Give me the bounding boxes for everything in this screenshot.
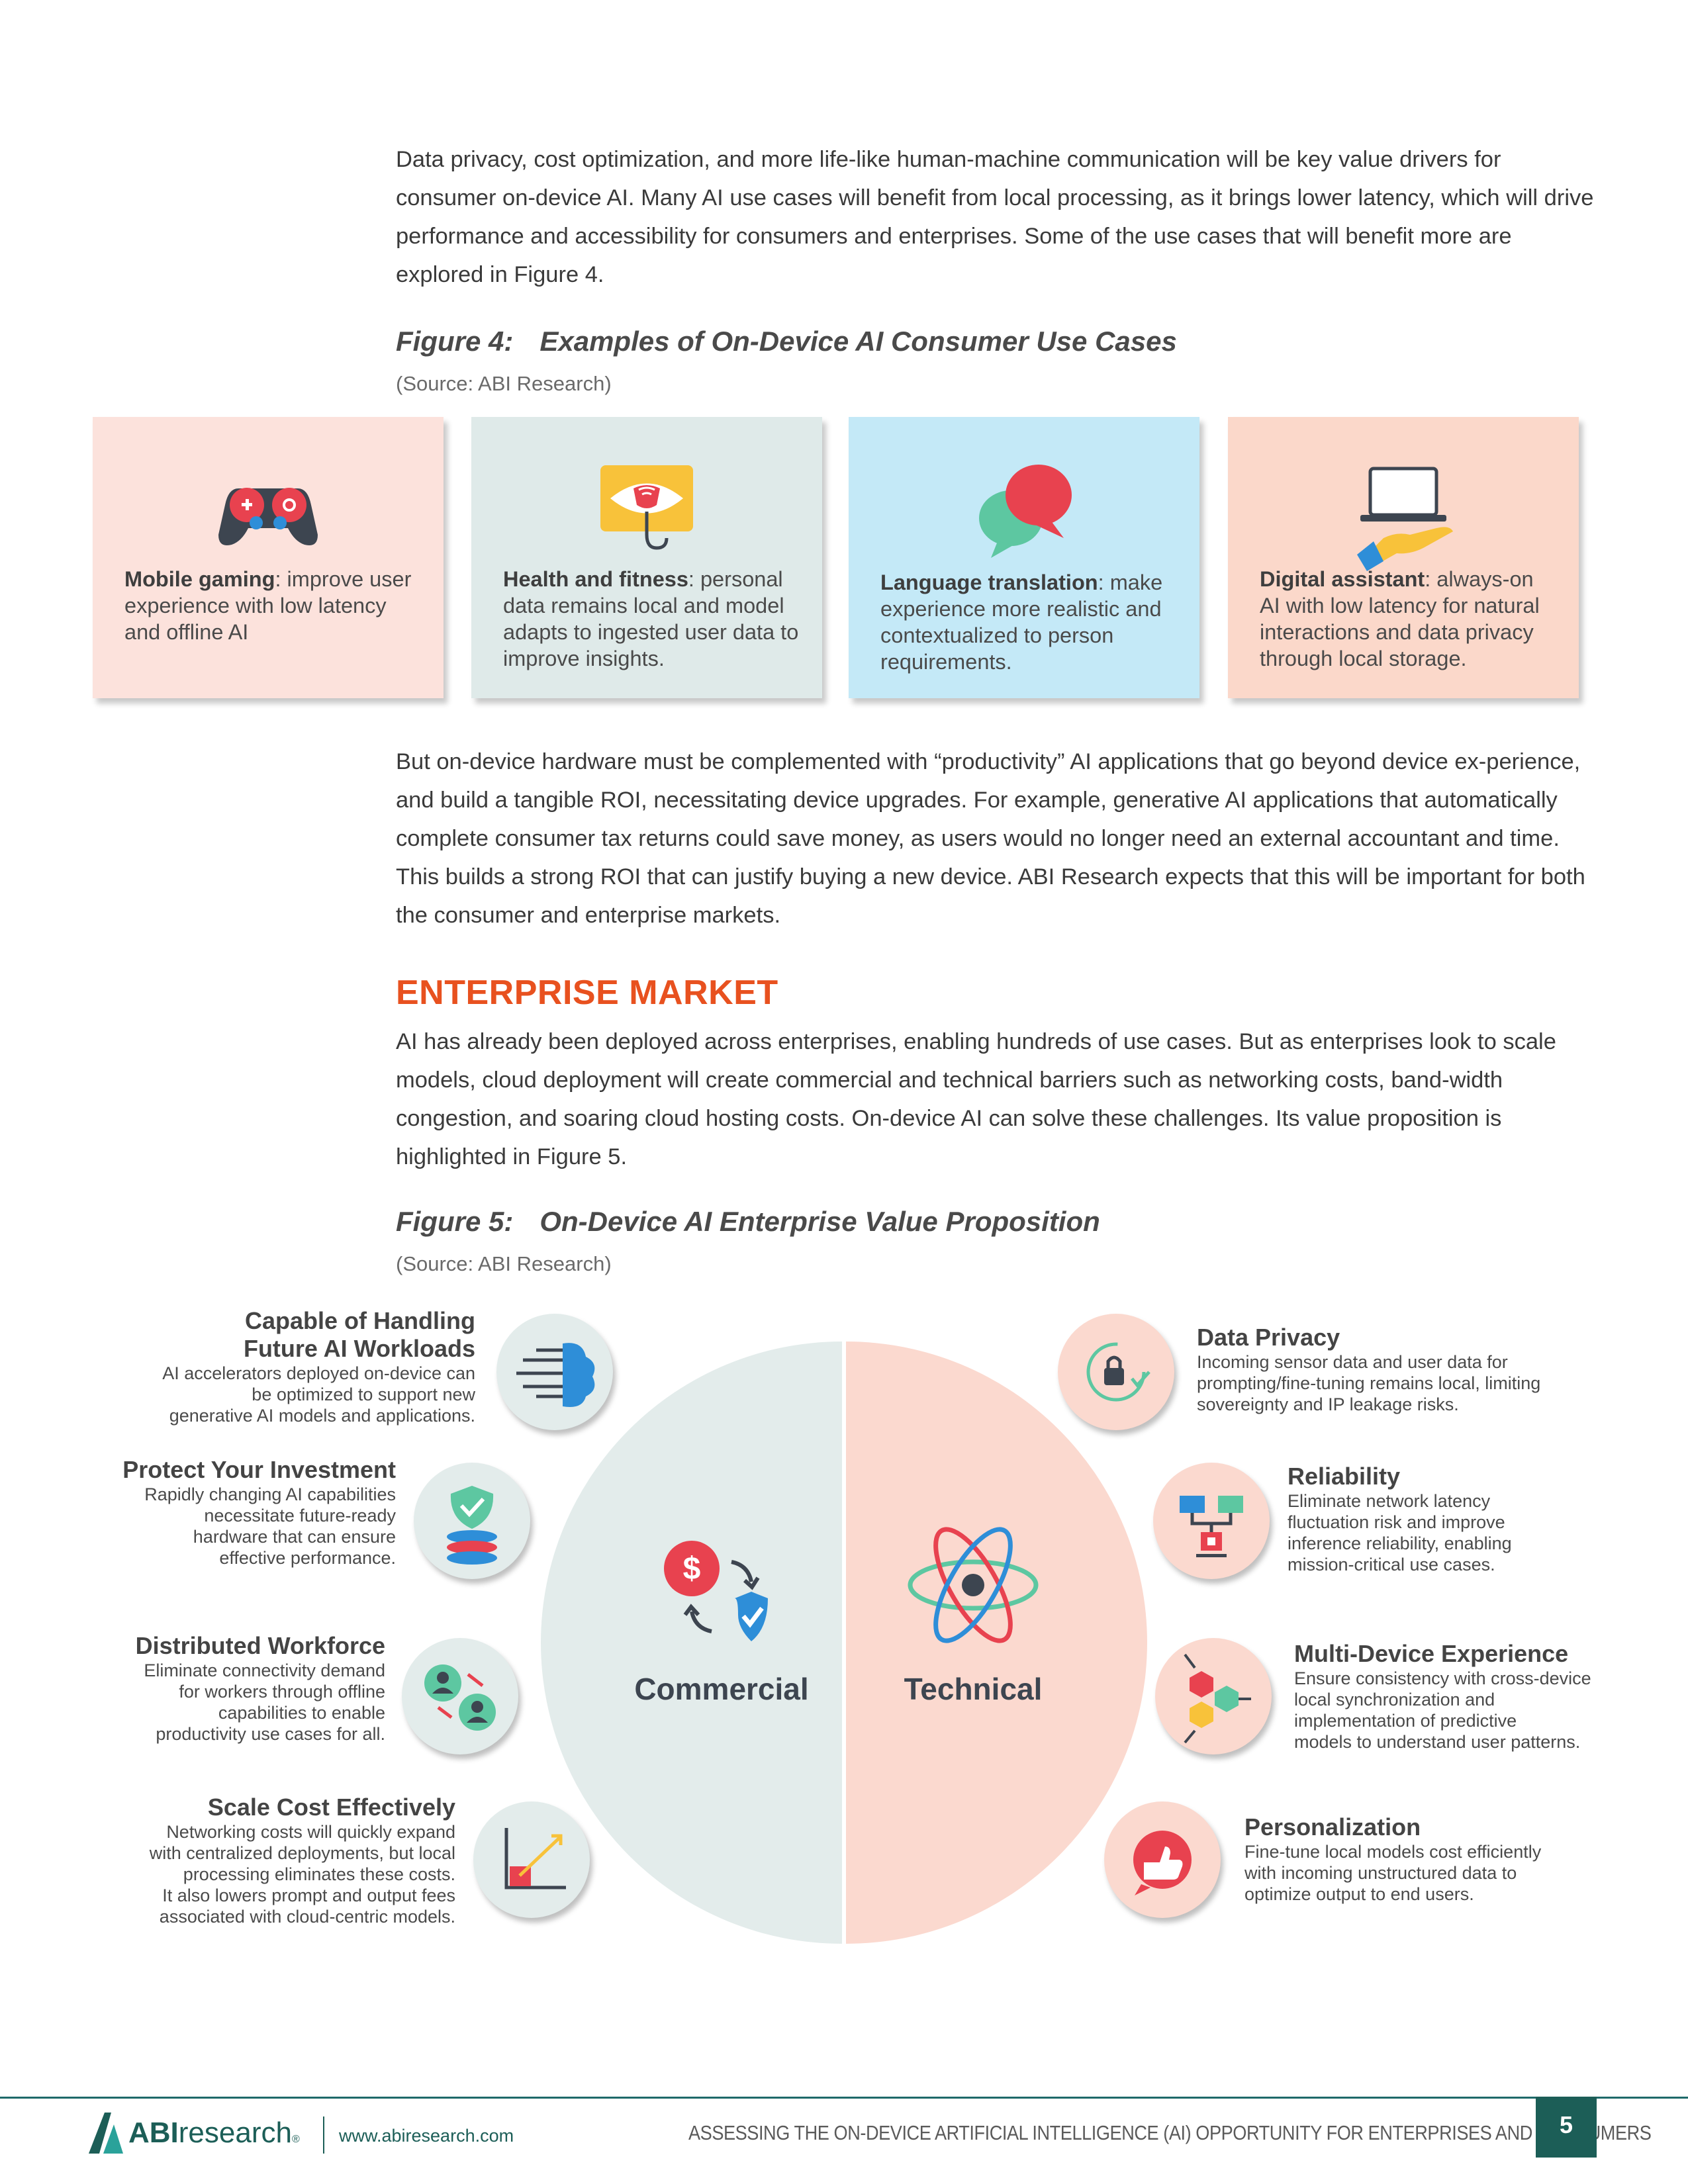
value-item-personalization: Personalization Fine-tune local models c… (1244, 1813, 1575, 1905)
abi-logo-mark-icon (89, 2113, 123, 2154)
health-monitor-icon (581, 442, 713, 574)
value-item-title: Scale Cost Effectively (207, 1794, 455, 1821)
footer-logo: ABIresearch® (86, 2110, 318, 2156)
value-item-title: Data Privacy (1197, 1324, 1340, 1351)
value-item-multi-device: Multi-Device Experience Ensure consisten… (1294, 1640, 1625, 1752)
middle-paragraph: But on-device hardware must be complemen… (396, 749, 1585, 928)
dollar-shield-cycle-icon: $ (664, 1541, 768, 1641)
card-text: Health and fitness: personal data remain… (503, 567, 799, 670)
commercial-label: Commercial (634, 1672, 809, 1706)
atom-icon (908, 1527, 1039, 1643)
chat-bubbles-icon (958, 442, 1090, 574)
value-item-title: Protect Your Investment (122, 1456, 396, 1483)
value-item-distributed-workforce: Distributed Workforce Eliminate connecti… (66, 1632, 385, 1745)
value-item-title: Personalization (1244, 1813, 1421, 1841)
use-case-card-language-translation: Language translation: make experience mo… (849, 417, 1199, 698)
thumbs-up-icon (1104, 1801, 1221, 1918)
value-item-data-privacy: Data Privacy Incoming sensor data and us… (1197, 1324, 1620, 1415)
users-exchange-icon (402, 1638, 518, 1754)
lock-check-icon (1058, 1314, 1174, 1430)
footer-divider (0, 2097, 1688, 2099)
technical-label: Technical (904, 1672, 1043, 1706)
footer-separator (323, 2116, 324, 2154)
figure-4-title-text: Examples of On-Device AI Consumer Use Ca… (539, 326, 1177, 357)
figure-5-title-text: On-Device AI Enterprise Value Propositio… (539, 1206, 1100, 1237)
intro-paragraph: Data privacy, cost optimization, and mor… (396, 147, 1594, 287)
section-heading: ENTERPRISE MARKET (396, 974, 778, 1012)
footer-website-link[interactable]: www.abiresearch.com (339, 2126, 514, 2146)
figure-5-number: Figure 5: (396, 1206, 514, 1237)
figure-5-source: (Source: ABI Research) (396, 1252, 612, 1275)
value-item-title: Multi-Device Experience (1294, 1640, 1569, 1667)
card-text: Digital assistant: always-on AI with low… (1260, 567, 1540, 670)
card-text: Language translation: make experience mo… (880, 570, 1163, 674)
value-item-protect-investment: Protect Your Investment Rapidly changing… (66, 1456, 396, 1569)
enterprise-paragraph: AI has already been deployed across ente… (396, 1029, 1556, 1169)
footer-document-title: ASSESSING THE ON-DEVICE ARTIFICIAL INTEL… (688, 2122, 1652, 2144)
card-text: Mobile gaming: improve user experience w… (124, 567, 412, 644)
network-lock-icon (1153, 1463, 1270, 1579)
hexagon-nodes-icon (1155, 1638, 1272, 1754)
value-item-scale-cost: Scale Cost Effectively Networking costs … (106, 1794, 455, 1927)
use-case-card-health-fitness: Health and fitness: personal data remain… (471, 417, 822, 698)
use-case-card-mobile-gaming: Mobile gaming: improve user experience w… (93, 417, 444, 698)
laptop-hand-icon (1337, 442, 1470, 574)
gamepad-icon (202, 442, 334, 574)
figure-4-source: (Source: ABI Research) (396, 372, 612, 395)
figure-5-title: Figure 5: On-Device AI Enterprise Value P… (396, 1206, 1455, 1238)
logo-mark: ® (291, 2134, 300, 2145)
use-case-card-digital-assistant: Digital assistant: always-on AI with low… (1228, 417, 1579, 698)
logo-bold: ABI (128, 2116, 179, 2149)
shield-coins-icon (414, 1463, 530, 1579)
page-number: 5 (1536, 2097, 1597, 2158)
logo-rest: research (178, 2116, 292, 2149)
figure-4-title: Figure 4: Examples of On-Device AI Consum… (396, 326, 1455, 357)
svg-text:$: $ (683, 1551, 701, 1586)
figure-4-number: Figure 4: (396, 326, 514, 357)
value-item-title: Distributed Workforce (135, 1632, 385, 1659)
growth-chart-icon (473, 1801, 590, 1918)
brain-circuit-icon (496, 1314, 613, 1430)
value-item-title: Reliability (1288, 1463, 1401, 1490)
